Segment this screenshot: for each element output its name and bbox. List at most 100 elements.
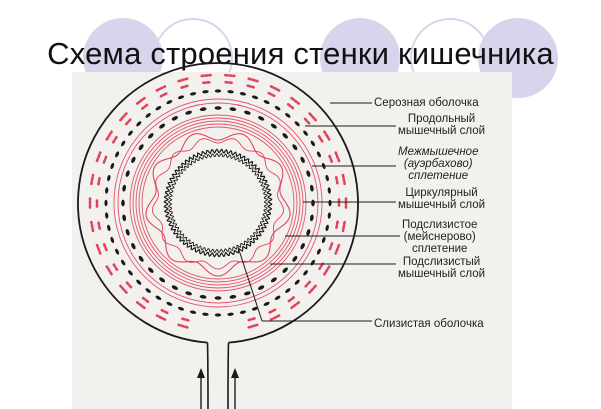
serosa-red-dash (111, 135, 119, 144)
label-submucosal-plexus: Подслизистое (мейснерово) сплетение (402, 219, 477, 255)
myenteric-plexus-dot (171, 285, 179, 290)
serosa-red-dash (290, 96, 301, 105)
myenteric-plexus-dot (309, 214, 314, 222)
longitudinal-muscle-dot (136, 121, 142, 127)
longitudinal-muscle-dot (107, 174, 111, 182)
myenteric-plexus-dot (131, 242, 136, 250)
longitudinal-muscle-dot (155, 105, 162, 111)
longitudinal-muscle-dot (128, 270, 133, 276)
serosa-red-dash (202, 80, 212, 85)
muscle-layer-line (117, 102, 319, 304)
myenteric-plexus-dot (229, 107, 237, 112)
longitudinal-muscle-dot (285, 288, 291, 293)
longitudinal-muscle-dot (328, 199, 332, 207)
muscle-layer-line (113, 98, 323, 308)
longitudinal-muscle-dot (263, 301, 270, 306)
serosa-red-dash (124, 117, 133, 126)
longitudinal-muscle-dot (303, 270, 308, 276)
serosa-red-dash (180, 84, 190, 89)
myenteric-plexus-dot (122, 214, 127, 222)
longitudinal-muscle-dot (227, 312, 234, 316)
myenteric-plexus-dot (306, 229, 311, 236)
serosa-red-dash (323, 130, 331, 141)
label-mucosa-text: Слизистая оболочка (374, 318, 484, 330)
diagram-layers (77, 62, 359, 409)
longitudinal-muscle-dot (115, 248, 120, 255)
serosa-red-dash (334, 176, 339, 186)
longitudinal-muscle-dot (166, 301, 173, 306)
label-submucosal-muscle: Подслизистый мышечный слой (398, 256, 485, 280)
myenteric-plexus-dot (171, 116, 179, 121)
myenteric-plexus-dot (300, 242, 305, 250)
myenteric-plexus-dot (229, 294, 237, 299)
longitudinal-muscle-dot (239, 92, 247, 96)
serosa-red-dash (102, 154, 108, 164)
serosa-red-dash (323, 265, 331, 276)
longitudinal-muscle-dot (274, 105, 281, 111)
leader-mucosa-pointer (237, 246, 263, 322)
myenteric-plexus-dot (300, 156, 305, 164)
longitudinal-muscle-dot (202, 312, 209, 316)
label-line: Продольный (407, 113, 476, 125)
serosa-red-dash (290, 301, 301, 310)
longitudinal-muscle-dot (120, 140, 126, 147)
longitudinal-muscle-dot (214, 313, 222, 317)
label-line: сплетение (411, 243, 468, 255)
myenteric-plexus-dot (309, 184, 314, 192)
serosa-red-dash (155, 314, 167, 321)
submucosal-muscle-wavy-line (151, 138, 285, 270)
longitudinal-muscle-dot (321, 236, 326, 244)
longitudinal-muscle-dot (303, 130, 308, 136)
myenteric-plexus-dot (199, 294, 207, 299)
serosa-red-dash (317, 262, 325, 271)
longitudinal-muscle-dot (189, 310, 197, 314)
myenteric-plexus-dot (244, 110, 251, 115)
serosa-red-dash (303, 117, 312, 126)
myenteric-plexus-dot (185, 291, 192, 296)
label-mucosa: Слизистая оболочка (374, 318, 484, 330)
muscle-layer-line (129, 114, 307, 292)
leader-lines (237, 102, 400, 322)
myenteric-plexus-dot (199, 107, 207, 112)
myenteric-plexus-dot (125, 229, 130, 236)
longitudinal-muscle-dot (316, 248, 321, 255)
myenteric-plexus-dot (138, 144, 144, 151)
longitudinal-muscle-dot (325, 224, 329, 232)
myenteric-plexus-dot (282, 267, 288, 273)
slide-title: Схема строения стенки кишечника (47, 36, 554, 71)
serosa-red-dash (308, 112, 317, 122)
longitudinal-muscle-dot (294, 121, 300, 127)
serosa-red-dash (303, 280, 312, 289)
longitudinal-muscle-dot (155, 295, 162, 301)
label-line: (ауэрбахово) (403, 158, 473, 170)
myenteric-plexus-dot (159, 123, 166, 129)
myenteric-plexus-dot (311, 199, 315, 207)
longitudinal-muscle-dot (115, 151, 120, 158)
myenteric-plexus-dot (214, 106, 222, 110)
longitudinal-muscle-dot (251, 306, 259, 311)
serosa-red-dash (269, 85, 281, 92)
label-line: мышечный слой (398, 199, 486, 211)
serosa-red-dash (90, 220, 95, 233)
muscle-layer-line (135, 120, 301, 286)
serosa-red-dash (246, 84, 256, 89)
serosa-red-dash (135, 96, 146, 105)
myenteric-plexus-dot (122, 184, 127, 192)
myenteric-plexus-dot (292, 255, 298, 262)
longitudinal-muscle-dot (104, 199, 108, 207)
label-line: Подслизистый (402, 256, 481, 268)
myenteric-plexus-dot (292, 144, 298, 151)
serosa-red-dash (286, 296, 296, 303)
longitudinal-muscle-dot (327, 187, 331, 194)
myenteric-plexus-dot (270, 277, 277, 283)
longitudinal-muscle-dot (227, 90, 234, 94)
myenteric-plexus-dot (306, 170, 311, 177)
serosa-red-dash (95, 243, 102, 255)
longitudinal-muscle-dot (316, 151, 321, 158)
serosa-red-dash (200, 73, 212, 78)
label-line: (мейснерово) (403, 231, 476, 243)
serosa-red-dash (334, 243, 341, 255)
serosa-red-dash (224, 80, 234, 85)
serosa-red-dash (286, 103, 296, 110)
longitudinal-muscle-dot (120, 259, 126, 266)
